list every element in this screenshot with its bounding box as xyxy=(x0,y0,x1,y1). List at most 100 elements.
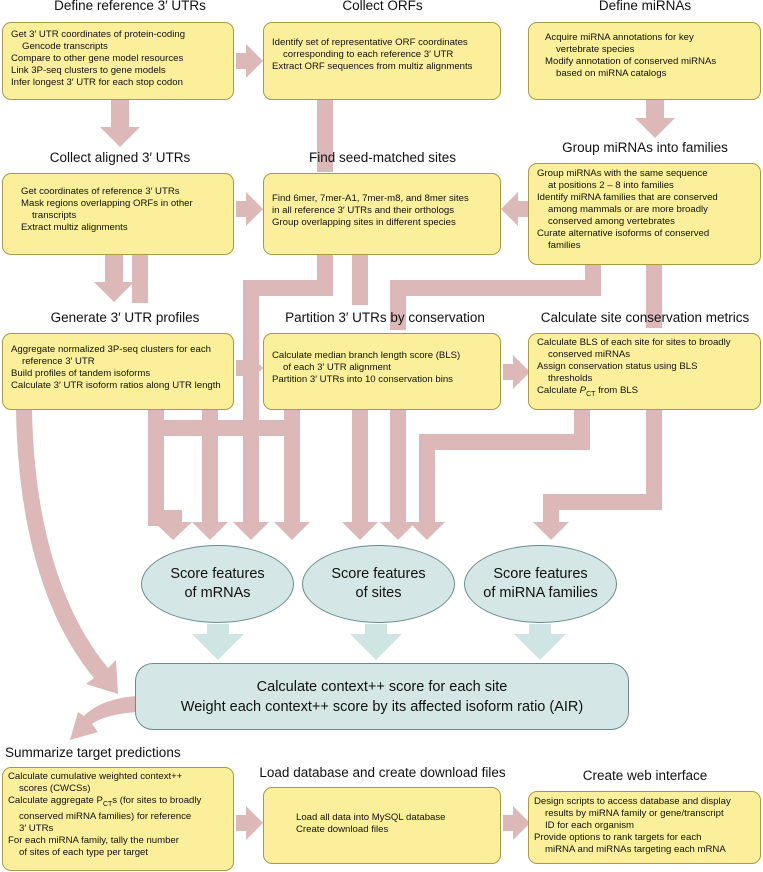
agg-label: Calculate aggregate P xyxy=(8,795,103,806)
line-profiles-horiz xyxy=(160,420,300,436)
line-group-bend xyxy=(406,265,601,296)
arrow-siteconv-to-families xyxy=(533,522,569,540)
line-siteconv-bend xyxy=(435,410,590,450)
line: Compare to other gene model resources xyxy=(11,53,184,64)
box-web: Design scripts to access database and di… xyxy=(528,791,761,864)
arrow-sites-to-context xyxy=(350,624,402,660)
oval-score-mrnas: Score features of mRNAs xyxy=(141,545,294,623)
line: Get coordinates of reference 3′ UTRs xyxy=(21,186,180,197)
context-line: Calculate context++ score for each site xyxy=(256,678,508,695)
box-find-seed: Find 6mer, 7mer-A1, 7mer-m8, and 8mer si… xyxy=(263,173,501,255)
line-siteconv-bend-b xyxy=(559,410,662,510)
line: Mask regions overlapping ORFs in other xyxy=(21,198,193,209)
line: miRNA and miRNAs targeting each mRNA xyxy=(545,844,726,855)
oval-line: of sites xyxy=(355,585,402,601)
line: Curate alternative isoforms of conserved xyxy=(537,228,710,239)
oval-score-sites: Score features of sites xyxy=(302,545,455,623)
line: Provide options to rank targets for each xyxy=(534,832,702,843)
oval-line: of mRNAs xyxy=(184,585,251,601)
box-context-score: Calculate context++ score for each site … xyxy=(135,663,629,730)
step-title-group-mirnas: Group miRNAs into families xyxy=(562,140,728,155)
box-generate-profiles: Aggregate normalized 3P-seq clusters for… xyxy=(2,333,234,410)
line: Acquire miRNA annotations for key xyxy=(545,32,694,43)
line: transcripts xyxy=(32,210,77,221)
line-partition-down-b xyxy=(352,410,368,522)
agg-sub: CT xyxy=(102,800,113,808)
line: Extract ORF sequences from multiz alignm… xyxy=(272,61,473,72)
line: Group overlapping sites in different spe… xyxy=(272,217,456,228)
box-group-mirnas: Group miRNAs with the same sequence at p… xyxy=(528,163,761,265)
line: at positions 2 – 8 into families xyxy=(548,180,674,191)
line-agg-pct: Calculate aggregate PCTs (for sites to b… xyxy=(8,795,225,811)
line: Load all data into MySQL database xyxy=(296,812,446,823)
line-partition-down-c xyxy=(390,410,406,522)
line-siteconv-down-b xyxy=(543,494,559,522)
context-line: Weight each context++ score by its affec… xyxy=(180,698,584,715)
step-title-define-utrs: Define reference 3′ UTRs xyxy=(54,0,206,13)
arrow-profiles-to-mrnas-b xyxy=(192,522,228,540)
line: based on miRNA catalogs xyxy=(556,68,667,79)
line: of sites of each type per target xyxy=(19,846,149,858)
line: Assign conservation status using BLS xyxy=(537,361,698,372)
line: thresholds xyxy=(548,373,593,384)
step-title-load-db: Load database and create download files xyxy=(259,765,506,780)
arrow-partition-to-siteconv xyxy=(503,355,530,389)
line-aligned-down xyxy=(132,255,148,303)
line: Identify miRNA families that are conserv… xyxy=(537,192,718,203)
line: Create download files xyxy=(296,824,389,835)
arrow-define-to-orfs xyxy=(236,44,263,78)
step-title-summarize: Summarize target predictions xyxy=(5,745,181,760)
line: conserved miRNA families) for reference xyxy=(19,810,192,822)
step-title-collect-aligned: Collect aligned 3′ UTRs xyxy=(49,150,191,165)
oval-line: Score features xyxy=(493,566,588,582)
oval-score-families: Score features of miRNA families xyxy=(464,545,617,623)
arrow-aligned-to-profiles xyxy=(94,255,134,302)
line-profiles-down-b xyxy=(202,410,218,522)
pct-label: Calculate xyxy=(537,385,577,396)
line-group-down xyxy=(390,280,406,330)
line-orfs-bend xyxy=(259,270,333,296)
box-load-db: Load all data into MySQL database Create… xyxy=(263,787,501,864)
pct-symbol: P xyxy=(579,385,587,396)
line: Gencode transcripts xyxy=(22,41,108,52)
line: Design scripts to access database and di… xyxy=(534,796,731,807)
line: in all reference 3′ UTRs and their ortho… xyxy=(272,205,455,216)
line: Build profiles of tandem isoforms xyxy=(11,368,151,379)
box-collect-aligned: Get coordinates of reference 3′ UTRs Mas… xyxy=(2,173,234,255)
line: ID for each organism xyxy=(545,820,635,831)
line-group-right-down xyxy=(646,265,662,328)
line: corresponding to each reference 3′ UTR xyxy=(283,49,454,60)
line: Calculate median branch length score (BL… xyxy=(272,350,461,361)
line: Calculate BLS of each site for sites to … xyxy=(537,337,731,348)
line: Group miRNAs with the same sequence xyxy=(537,168,708,179)
line: For each miRNA family, tally the number xyxy=(8,834,179,846)
arrow-families-to-context xyxy=(514,624,566,660)
box-partition: Calculate median branch length score (BL… xyxy=(263,333,501,410)
line: Identify set of representative ORF coord… xyxy=(272,37,468,48)
box-summarize: Calculate cumulative weighted context++ … xyxy=(2,767,234,871)
line: vertebrate species xyxy=(556,44,635,55)
pct-sub: CT xyxy=(586,390,596,398)
oval-line: of miRNA families xyxy=(483,585,598,601)
line: 3′ UTRs xyxy=(19,822,54,834)
box-define-mirnas: Acquire miRNA annotations for key verteb… xyxy=(528,22,761,100)
line: among mammals or are more broadly xyxy=(548,204,708,215)
arrow-define-to-collect-aligned xyxy=(100,100,140,147)
line: Aggregate normalized 3P-seq clusters for… xyxy=(11,344,211,355)
oval-line: Score features xyxy=(331,566,426,582)
line: Infer longest 3′ UTR for each stop codon xyxy=(11,77,183,88)
step-title-site-conservation: Calculate site conservation metrics xyxy=(540,310,750,325)
oval-line: Score features xyxy=(170,566,265,582)
step-title-define-mirnas: Define miRNAs xyxy=(598,0,692,13)
box-collect-orfs: Identify set of representative ORF coord… xyxy=(263,22,501,100)
line-partition-down xyxy=(284,410,300,522)
arrow-aligned-to-seed xyxy=(236,192,263,226)
arrow-partition-to-sites-b xyxy=(342,522,378,540)
line: Get 3′ UTR coordinates of protein-coding xyxy=(11,29,186,40)
line: Partition 3′ UTRs into 10 conservation b… xyxy=(272,374,453,385)
pct-tail: from BLS xyxy=(595,385,639,396)
line: Extract multiz alignments xyxy=(21,222,128,233)
arrow-mrnas-to-context xyxy=(192,624,244,660)
arrow-partition-to-sites-c xyxy=(380,522,416,540)
line: scores (CWCSs) xyxy=(19,783,91,794)
